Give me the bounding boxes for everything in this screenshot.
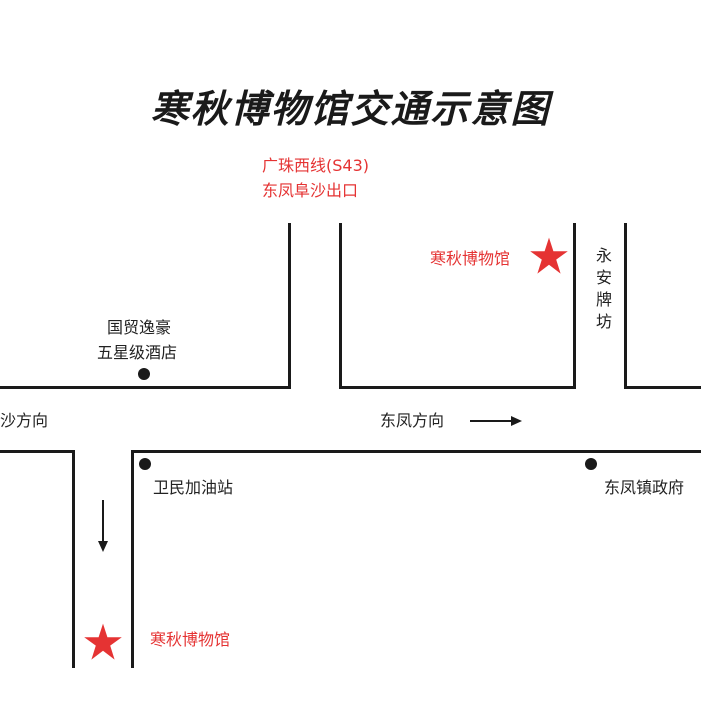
road-edge-main-bottom-west <box>0 450 75 453</box>
road-edge-yongan-right <box>624 223 627 389</box>
arrow-right-icon <box>470 416 522 426</box>
road-edge-north-right <box>339 223 342 389</box>
road-edge-north-left <box>288 223 291 389</box>
weimin-station-label: 卫民加油站 <box>153 478 234 497</box>
dongfeng-government-label: 东凤镇政府 <box>604 478 685 497</box>
museum-label-top: 寒秋博物馆 <box>430 249 511 268</box>
dot-icon <box>139 458 151 470</box>
road-edge-main-top-west <box>0 386 291 389</box>
road-edge-south-right <box>131 450 134 668</box>
dot-icon <box>585 458 597 470</box>
road-edge-main-top-middle <box>339 386 576 389</box>
yongan-road-label: 永安牌坊 <box>595 246 612 331</box>
hotel-name-line1: 国贸逸豪 <box>107 318 172 337</box>
dot-icon <box>138 368 150 380</box>
arrow-down-icon <box>98 500 108 552</box>
expressway-name: 广珠西线(S43) <box>262 156 370 175</box>
hotel-name-line2: 五星级酒店 <box>97 343 178 362</box>
road-edge-yongan-left <box>573 223 576 389</box>
map-title: 寒秋博物馆交通示意图 <box>150 86 551 131</box>
star-icon <box>530 237 568 274</box>
star-icon <box>84 623 122 660</box>
dongfeng-direction-label: 东凤方向 <box>380 411 445 430</box>
road-edge-main-bottom-east <box>131 450 701 453</box>
expressway-exit-name: 东凤阜沙出口 <box>262 181 359 200</box>
fusha-direction-label: 阜沙方向 <box>0 411 49 430</box>
road-edge-south-left <box>72 450 75 668</box>
road-edge-main-top-east <box>624 386 701 389</box>
museum-label-bottom: 寒秋博物馆 <box>150 630 231 649</box>
